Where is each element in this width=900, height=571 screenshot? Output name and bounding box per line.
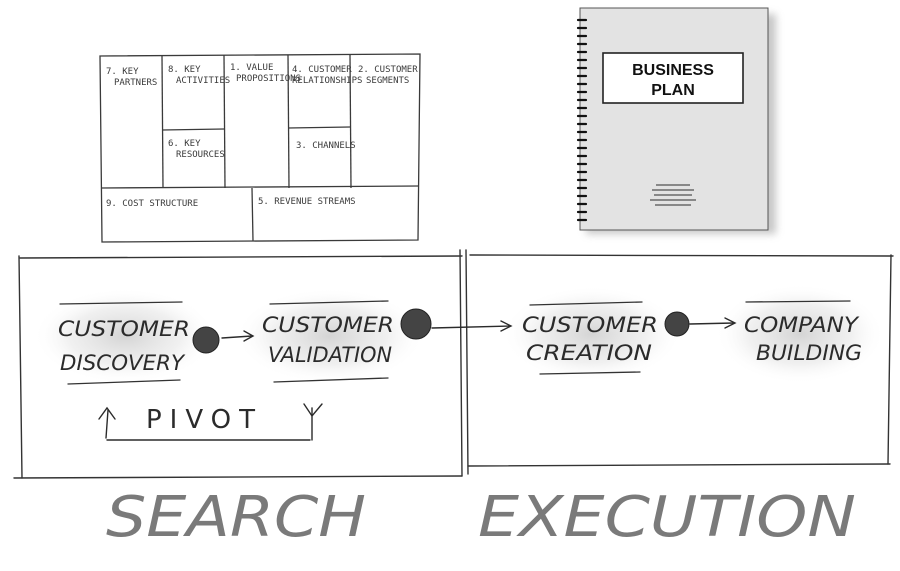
arrow-validation-to-creation bbox=[431, 325, 511, 329]
step-glows bbox=[33, 284, 885, 384]
canvas-cell-customer-segments: 2. CUSTOMER SEGMENTS bbox=[358, 65, 423, 86]
step-customer-discovery-line2: DISCOVERY bbox=[60, 351, 186, 375]
business-plan-title-line1: BUSINESS bbox=[632, 62, 714, 79]
dot-validation bbox=[400, 308, 432, 340]
canvas-cell-key-partners: 7. KEY PARTNERS bbox=[106, 67, 157, 88]
business-plan-document: BUSINESS PLAN bbox=[576, 7, 776, 234]
pivot-label: PIVOT bbox=[146, 405, 263, 435]
canvas-cell-value-propositions: 1. VALUE PROPOSITIONS bbox=[230, 63, 301, 84]
step-rules bbox=[59, 300, 851, 385]
canvas-cell-cost-structure: 9. COST STRUCTURE bbox=[106, 199, 198, 209]
canvas-cell-channels: 3. CHANNELS bbox=[296, 141, 356, 151]
step-company-building-line1: COMPANY bbox=[744, 313, 860, 337]
arrow-discovery-to-validation bbox=[221, 335, 253, 339]
step-labels: CUSTOMER DISCOVERY CUSTOMER VALIDATION C… bbox=[58, 313, 862, 375]
step-customer-creation-line1: CUSTOMER bbox=[522, 313, 658, 337]
canvas-cell-key-resources: 6. KEY RESOURCES bbox=[168, 139, 225, 160]
step-customer-validation-line1: CUSTOMER bbox=[262, 313, 394, 337]
dot-creation bbox=[664, 311, 690, 337]
phase-execution-label: EXECUTION bbox=[478, 485, 856, 550]
arrow-creation-to-building bbox=[689, 322, 735, 325]
flow-arrows bbox=[221, 317, 737, 342]
step-dots bbox=[192, 308, 690, 354]
step-customer-discovery-line1: CUSTOMER bbox=[58, 317, 190, 341]
canvas-cell-key-activities: 8. KEY ACTIVITIES bbox=[168, 65, 230, 86]
business-plan-title-line2: PLAN bbox=[651, 82, 695, 99]
canvas-cell-revenue-streams: 5. REVENUE STREAMS bbox=[258, 197, 356, 207]
phase-search-label: SEARCH bbox=[106, 485, 366, 550]
business-plan-fine-print bbox=[650, 184, 696, 206]
step-customer-creation-line2: CREATION bbox=[526, 341, 652, 365]
canvas-cell-customer-relationships: 4. CUSTOMER RELATIONSHIPS bbox=[292, 65, 362, 86]
dot-discovery bbox=[192, 326, 220, 354]
canvas-cell-labels: 7. KEY PARTNERS 8. KEY ACTIVITIES 6. KEY… bbox=[106, 63, 423, 209]
spiral-binding bbox=[576, 18, 588, 222]
step-company-building-line2: BUILDING bbox=[756, 341, 862, 365]
process-frames bbox=[13, 249, 894, 479]
pivot-loop bbox=[98, 403, 323, 441]
business-model-canvas bbox=[99, 53, 421, 243]
step-customer-validation-line2: VALIDATION bbox=[268, 343, 392, 367]
